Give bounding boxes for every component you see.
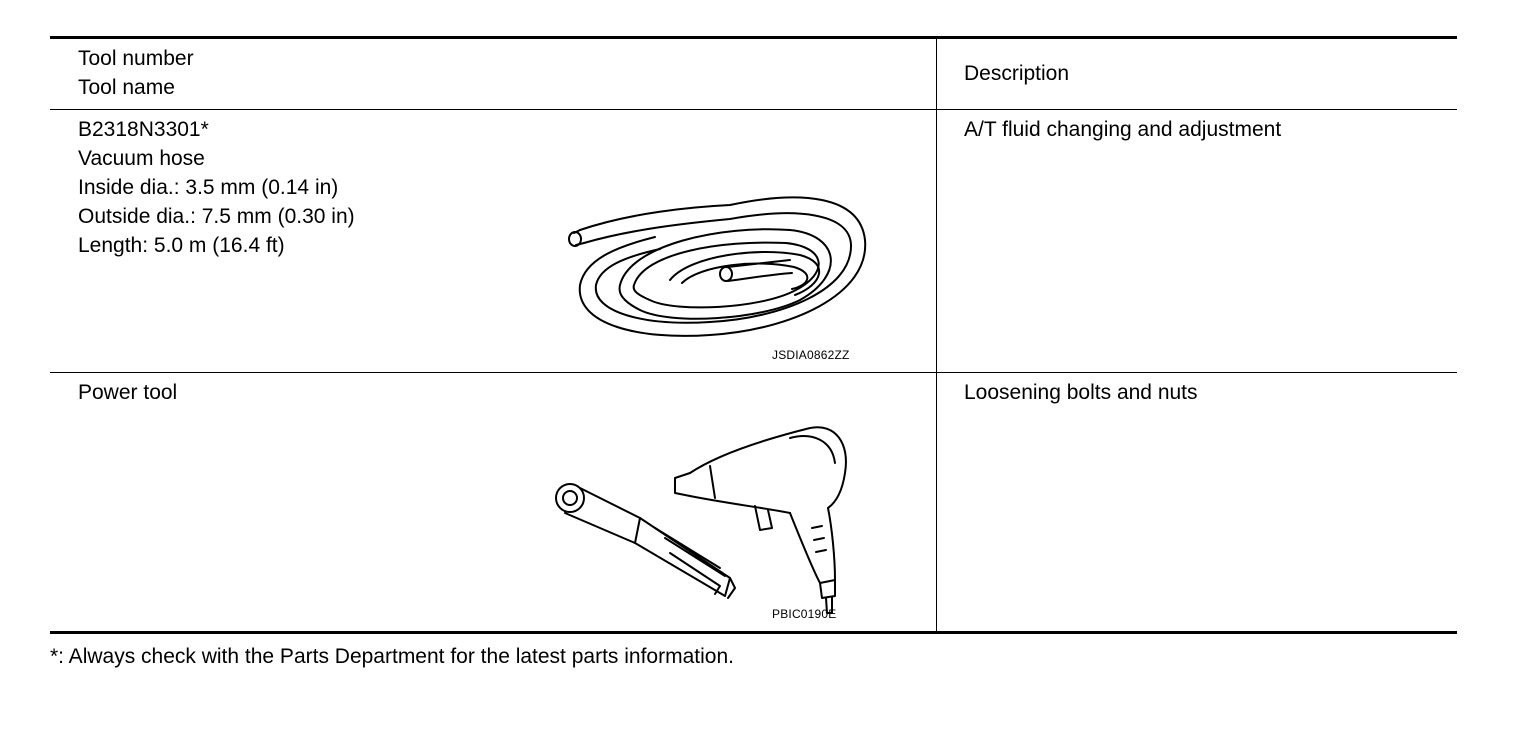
table-row: B2318N3301* Vacuum hose Inside dia.: 3.5… bbox=[50, 110, 1457, 373]
power-tool-icon bbox=[555, 426, 847, 614]
tool-spec-length: Length: 5.0 m (16.4 ft) bbox=[78, 234, 285, 257]
tool-spec-outside-dia: Outside dia.: 7.5 mm (0.30 in) bbox=[78, 205, 355, 228]
footnote: *: Always check with the Parts Departmen… bbox=[50, 645, 734, 668]
tool-name: Power tool bbox=[78, 381, 178, 404]
table-row: Power tool bbox=[50, 373, 1457, 634]
illustration-code: JSDIA0862ZZ bbox=[772, 348, 850, 362]
vacuum-hose-icon bbox=[568, 196, 867, 337]
header-tool-number: Tool number bbox=[78, 47, 194, 70]
tool-description: Loosening bolts and nuts bbox=[964, 381, 1198, 404]
tool-description: A/T fluid changing and adjustment bbox=[964, 118, 1282, 141]
tool-number: B2318N3301* bbox=[78, 118, 209, 141]
column-divider bbox=[936, 39, 937, 634]
header-tool-name: Tool name bbox=[78, 76, 175, 99]
tool-table: Tool number Tool name Description B2318N… bbox=[50, 36, 1457, 634]
table-header-row: Tool number Tool name Description bbox=[50, 39, 1457, 110]
tool-spec-cell: B2318N3301* Vacuum hose Inside dia.: 3.5… bbox=[78, 115, 355, 260]
tool-name: Vacuum hose bbox=[78, 147, 205, 170]
tool-spec-inside-dia: Inside dia.: 3.5 mm (0.14 in) bbox=[78, 176, 339, 199]
illustration-code: PBIC0190E bbox=[772, 607, 837, 621]
header-tool-cell: Tool number Tool name bbox=[78, 44, 194, 102]
header-description: Description bbox=[964, 62, 1070, 85]
